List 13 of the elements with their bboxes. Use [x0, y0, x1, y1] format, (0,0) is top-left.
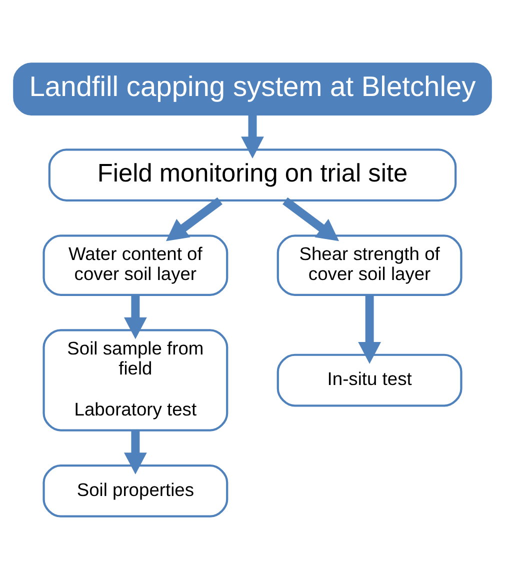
node-box: Soil sample from field Laboratory test — [42, 328, 228, 431]
arrow — [124, 430, 147, 474]
arrow — [241, 114, 264, 158]
node-box: Water content of cover soil layer — [42, 234, 228, 296]
arrow — [358, 294, 381, 364]
node-box: Soil properties — [42, 464, 228, 517]
node-box: Landfill capping system at Bletchley — [13, 62, 492, 115]
arrow — [282, 196, 340, 241]
node-box: Field monitoring on trial site — [48, 148, 457, 201]
arrow — [166, 196, 222, 241]
node-box: In-situ test — [276, 353, 462, 406]
node-box: Shear strength of cover soil layer — [276, 234, 462, 296]
arrow — [124, 294, 147, 339]
